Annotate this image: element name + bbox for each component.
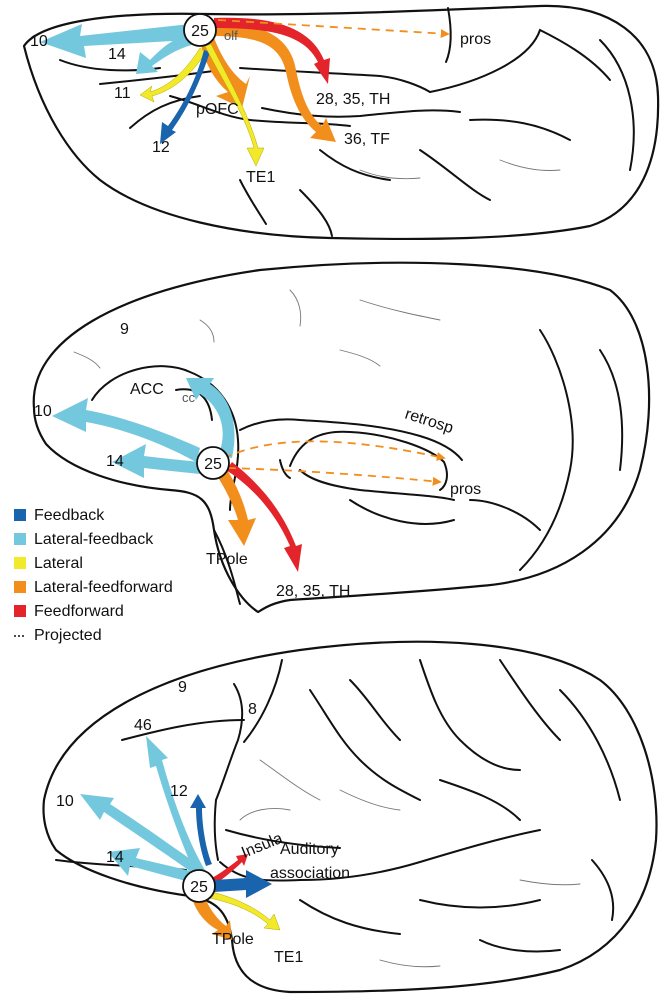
label-area-14: 14: [108, 46, 126, 63]
legend-label: Feedforward: [34, 603, 124, 620]
label-36-tf: 36, TF: [344, 131, 390, 148]
node-label: 25: [191, 23, 209, 40]
label-28-35-th: 28, 35, TH: [276, 583, 350, 600]
legend-label: Lateral-feedback: [34, 531, 154, 548]
node-area-25: 25: [183, 870, 215, 902]
legend-swatch: [14, 557, 26, 569]
label-area-10: 10: [34, 403, 52, 420]
node-label: 25: [204, 456, 222, 473]
label-area-10: 10: [30, 33, 48, 50]
panel-orbital-view: 25 10 14 11 12 olf pOFC TE1 28, 35, TH 3…: [24, 6, 658, 239]
label-te1: TE1: [274, 949, 303, 966]
node-label: 25: [190, 879, 208, 896]
legend-item: Feedback: [14, 507, 105, 524]
legend-swatch: [14, 533, 26, 545]
legend-label: Lateral-feedforward: [34, 579, 173, 596]
legend-item: Lateral-feedforward: [14, 579, 173, 596]
legend-label: Projected: [34, 627, 102, 644]
label-tpole: TPole: [212, 931, 254, 948]
label-association: association: [270, 865, 350, 882]
legend-item: Projected: [14, 627, 102, 644]
label-area-14: 14: [106, 453, 124, 470]
legend-swatch: [14, 605, 26, 617]
label-area-14: 14: [106, 849, 124, 866]
label-auditory: Auditory: [280, 841, 339, 858]
label-te1: TE1: [246, 169, 275, 186]
legend-swatch: [14, 509, 26, 521]
label-cc: cc: [182, 390, 196, 405]
legend-item: Lateral-feedback: [14, 531, 154, 548]
label-pros: pros: [450, 481, 481, 498]
label-acc: ACC: [130, 381, 164, 398]
legend-label: Feedback: [34, 507, 105, 524]
label-area-46: 46: [134, 717, 152, 734]
label-area-12: 12: [152, 139, 170, 156]
label-area-8: 8: [248, 701, 257, 718]
label-pros: pros: [460, 31, 491, 48]
legend-item: Feedforward: [14, 603, 124, 620]
legend-item: Lateral: [14, 555, 83, 572]
label-28-35-th: 28, 35, TH: [316, 91, 390, 108]
panel-lateral-view: 25 9 8 46 10 12 14 Insula Auditory assoc…: [44, 642, 657, 992]
brain-outline-medial: [34, 263, 649, 612]
label-area-9: 9: [120, 321, 129, 338]
panel-medial-view: 25 9 ACC cc 10 14 retrosp pros TPole 28,…: [34, 263, 649, 612]
legend-swatch: [14, 581, 26, 593]
label-area-9: 9: [178, 679, 187, 696]
node-area-25: 25: [184, 14, 216, 46]
label-area-11: 11: [114, 85, 131, 102]
label-area-10: 10: [56, 793, 74, 810]
label-tpole: TPole: [206, 551, 248, 568]
node-area-25: 25: [197, 447, 229, 479]
label-olf: olf: [224, 28, 238, 43]
legend-label: Lateral: [34, 555, 83, 572]
label-area-12: 12: [170, 783, 188, 800]
label-pofc: pOFC: [196, 101, 239, 118]
legend: FeedbackLateral-feedbackLateralLateral-f…: [14, 507, 173, 644]
